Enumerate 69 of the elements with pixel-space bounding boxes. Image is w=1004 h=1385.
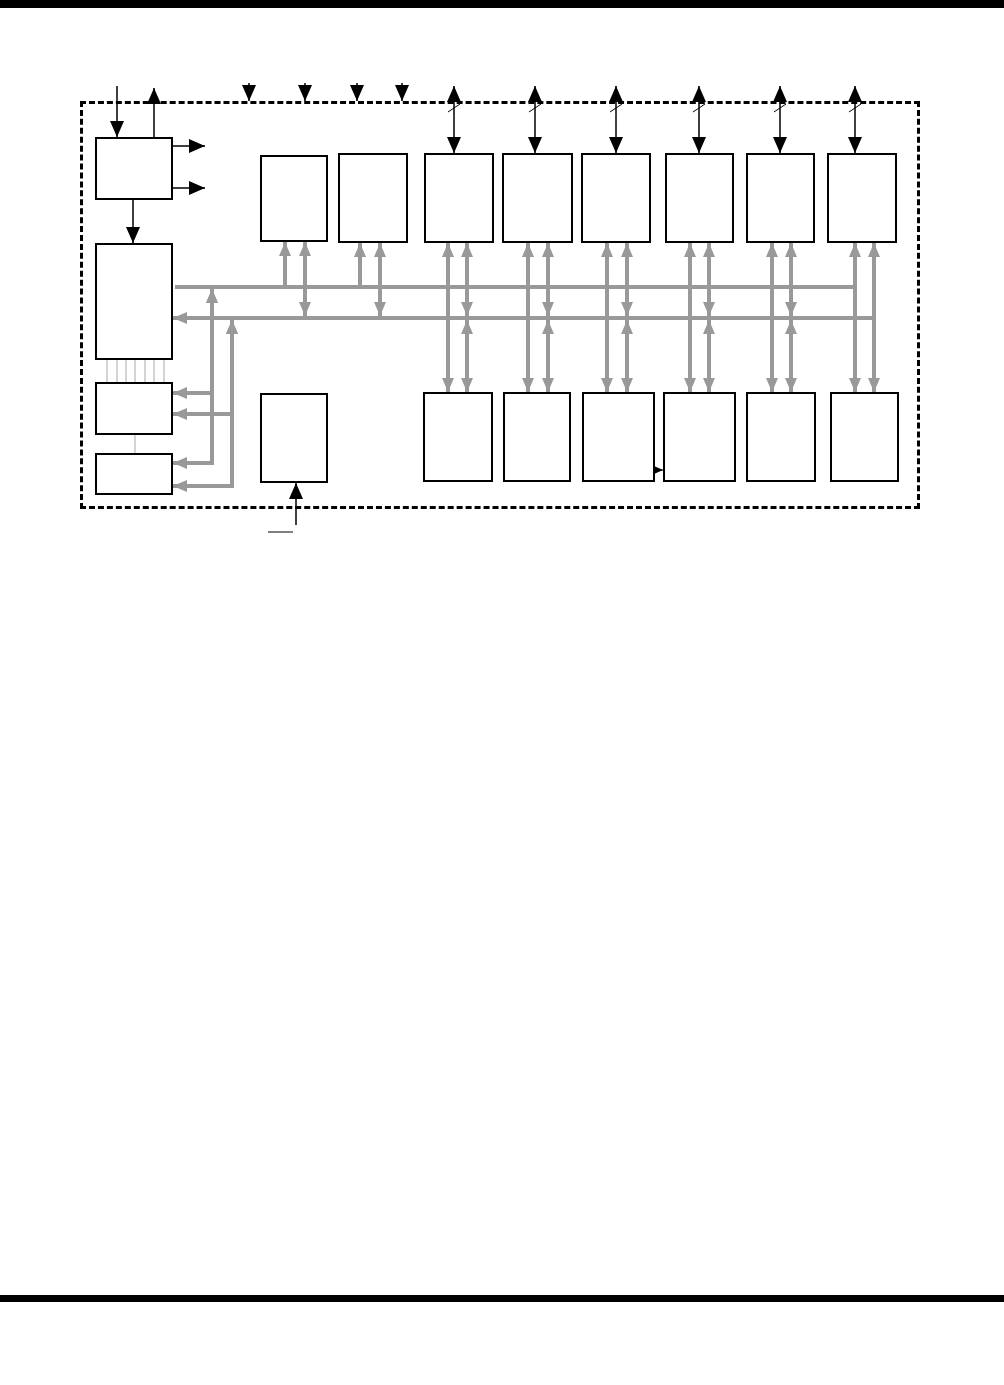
connector-line: [153, 359, 155, 383]
connector-line: [125, 359, 127, 383]
block-box: [503, 392, 571, 482]
arrow: [849, 243, 861, 392]
arrow: [461, 320, 473, 392]
connector-line: [144, 359, 146, 383]
arrow: [785, 243, 797, 316]
block-box: [260, 155, 328, 242]
arrow: [447, 85, 461, 154]
arrow: [289, 482, 303, 526]
arrow: [173, 289, 218, 469]
block-box: [338, 153, 408, 243]
arrow: [173, 320, 238, 492]
arrow: [110, 85, 124, 138]
arrow: [868, 243, 880, 392]
arrow: [684, 243, 696, 392]
connector-line: [134, 359, 136, 383]
arrow: [172, 181, 206, 195]
arrow: [522, 243, 534, 392]
block-box: [663, 392, 736, 482]
arrow: [461, 243, 473, 316]
arrow: [542, 243, 554, 316]
connector-line: [116, 359, 118, 383]
arrow: [785, 320, 797, 392]
arrow: [279, 242, 291, 285]
arrow: [621, 243, 633, 316]
arrow: [692, 85, 706, 154]
arrow: [703, 320, 715, 392]
block-box: [746, 392, 816, 482]
arrow: [126, 199, 140, 244]
arrow: [601, 243, 613, 392]
block-box: [423, 392, 493, 482]
arrow: [542, 320, 554, 392]
arrow: [299, 242, 311, 316]
block-box: [95, 382, 173, 435]
arrow: [173, 312, 190, 324]
arrow: [609, 85, 623, 154]
block-box: [424, 153, 494, 243]
block-box: [582, 392, 655, 482]
arrow: [654, 466, 664, 474]
arrow: [395, 82, 409, 102]
arrow: [442, 243, 454, 392]
block-box: [830, 392, 899, 482]
arrow: [172, 139, 206, 153]
block-box: [95, 453, 173, 495]
block-box: [665, 153, 734, 243]
connector-line: [106, 359, 108, 383]
connector-line: [163, 359, 165, 383]
arrow: [350, 82, 364, 102]
block-box: [95, 137, 173, 200]
arrow: [374, 243, 386, 316]
arrow: [528, 85, 542, 154]
connector-line: [134, 434, 136, 454]
dashed-boundary-box: [80, 101, 920, 509]
block-box: [260, 393, 328, 483]
arrow: [621, 320, 633, 392]
arrow: [242, 82, 256, 102]
block-box: [827, 153, 897, 243]
arrow: [147, 87, 161, 138]
block-box: [746, 153, 815, 243]
arrow: [848, 85, 862, 154]
block-box: [502, 153, 573, 243]
arrow: [354, 243, 366, 285]
arrow: [773, 85, 787, 154]
arrow: [703, 243, 715, 316]
block-box: [581, 153, 651, 243]
arrow: [766, 243, 778, 392]
arrow: [298, 82, 312, 102]
block-box: [95, 243, 173, 360]
